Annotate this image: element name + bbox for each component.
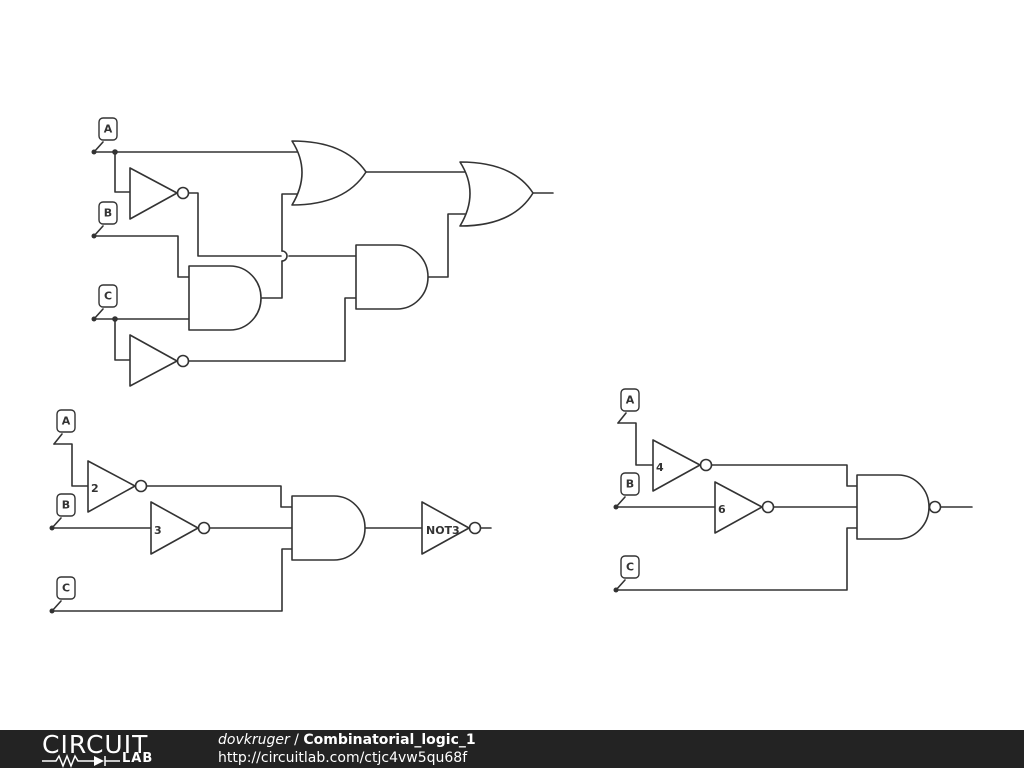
circuit-2-not-gate-3[interactable]: 3 (150, 501, 211, 555)
circuit-2-input-a[interactable]: A (53, 409, 76, 445)
circuit-1-wires (93, 151, 554, 362)
circuit-1-not-a-gate[interactable] (129, 167, 190, 220)
resistor-diode-icon (42, 754, 120, 768)
junction-dot (112, 316, 118, 322)
gate-label: 4 (656, 461, 664, 474)
footer-bar: CIRCUIT LAB dovkruger / Combinatorial_lo… (0, 730, 1024, 768)
circuit-2-and-gate[interactable] (291, 495, 366, 561)
circuit-url[interactable]: http://circuitlab.com/ctjc4vw5qu68f (218, 750, 468, 766)
gate-label: 6 (718, 503, 726, 516)
junction-dot (112, 149, 118, 155)
circuit-2-not-gate-2[interactable]: 2 (87, 460, 148, 513)
input-label: A (626, 394, 635, 407)
circuit-1-or-gate-2[interactable] (459, 161, 534, 227)
circuit-2-input-b[interactable]: B (49, 493, 76, 531)
schematic-canvas: A B C (49, 117, 973, 614)
logo-text-lab: LAB (122, 751, 154, 766)
gate-label: NOT3 (426, 524, 460, 537)
input-label: C (626, 561, 634, 574)
circuit-3-not-gate-6[interactable]: 6 (714, 481, 775, 534)
logo-text-circuit: CIRCUIT (42, 730, 149, 759)
circuit-3: 4 6 A B C (613, 388, 973, 593)
circuit-2: 2 3 NOT3 A B C (49, 409, 492, 614)
circuit-1-and-gate-1[interactable] (188, 265, 262, 331)
circuit-1-input-c[interactable]: C (91, 284, 118, 322)
circuit-1: A B C (91, 117, 554, 387)
input-label: B (626, 478, 634, 491)
circuitlab-logo[interactable]: CIRCUIT LAB (42, 730, 177, 768)
input-label: A (62, 415, 71, 428)
circuit-1-input-b[interactable]: B (91, 201, 118, 239)
circuit-3-input-a[interactable]: A (617, 388, 640, 424)
input-label: C (104, 290, 112, 303)
circuit-1-input-a[interactable]: A (91, 117, 118, 155)
circuit-3-nand-gate[interactable] (856, 474, 942, 540)
author-title-line: dovkruger / Combinatorial_logic_1 (218, 731, 476, 749)
gate-label: 3 (154, 524, 162, 537)
author-link[interactable]: dovkruger (218, 732, 290, 748)
input-label: A (104, 123, 113, 136)
circuit-2-not-gate-out[interactable]: NOT3 (421, 501, 482, 555)
circuit-3-wires (615, 422, 973, 591)
circuit-3-not-gate-4[interactable]: 4 (652, 439, 713, 492)
circuit-2-wires (51, 443, 492, 612)
gate-label: 2 (91, 482, 99, 495)
circuit-1-or-gate-1[interactable] (291, 140, 367, 206)
input-label: B (62, 499, 70, 512)
separator: / (289, 732, 304, 748)
circuit-1-and-gate-2[interactable] (355, 244, 429, 310)
circuit-1-not-c-gate[interactable] (129, 334, 190, 387)
circuit-3-input-c[interactable]: C (613, 555, 640, 593)
circuit-2-input-c[interactable]: C (49, 576, 76, 614)
input-label: B (104, 207, 112, 220)
circuit-info: dovkruger / Combinatorial_logic_1 http:/… (218, 731, 476, 767)
circuit-title[interactable]: Combinatorial_logic_1 (303, 732, 476, 748)
input-label: C (62, 582, 70, 595)
circuit-3-input-b[interactable]: B (613, 472, 640, 510)
